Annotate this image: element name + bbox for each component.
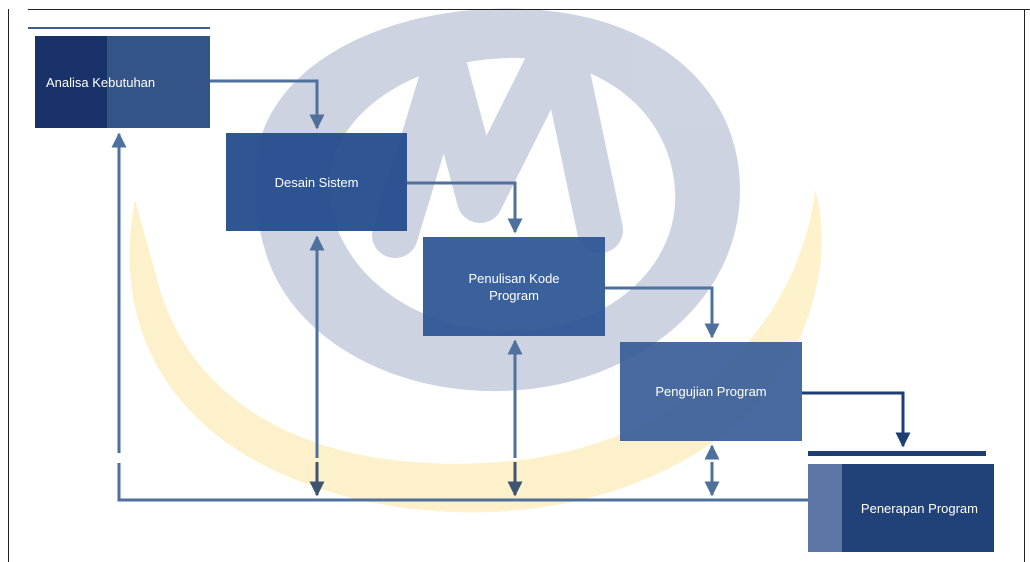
arrow-penulisan-to-pengujian <box>605 286 720 339</box>
step-label: Pengujian Program <box>655 384 767 399</box>
arrow-pengujian-to-penerapan <box>802 391 911 448</box>
frame-left-border <box>8 9 9 562</box>
frame-top-border <box>28 9 1030 10</box>
step-label: Analisa Kebutuhan <box>46 74 156 90</box>
step-penulisan-kode-program: Penulisan Kode Program <box>423 237 605 336</box>
feedback-bus-line <box>117 463 808 502</box>
step-label: Penerapan Program <box>860 500 978 516</box>
step-desain-sistem: Desain Sistem <box>226 133 407 231</box>
step-analisa-kebutuhan: Analisa Kebutuhan <box>35 36 210 128</box>
step-label: Penulisan Kode Program <box>468 270 560 303</box>
title-accent-line <box>28 27 210 29</box>
step-penerapan-program: Penerapan Program <box>808 464 994 552</box>
penerapan-accent-bar <box>808 451 986 456</box>
step-label: Desain Sistem <box>274 174 359 190</box>
step-pengujian-program: Pengujian Program <box>620 342 802 441</box>
arrow-desain-to-penulisan <box>407 181 523 234</box>
arrow-analisa-to-desain <box>210 79 325 130</box>
frame-right-border <box>1024 9 1025 562</box>
